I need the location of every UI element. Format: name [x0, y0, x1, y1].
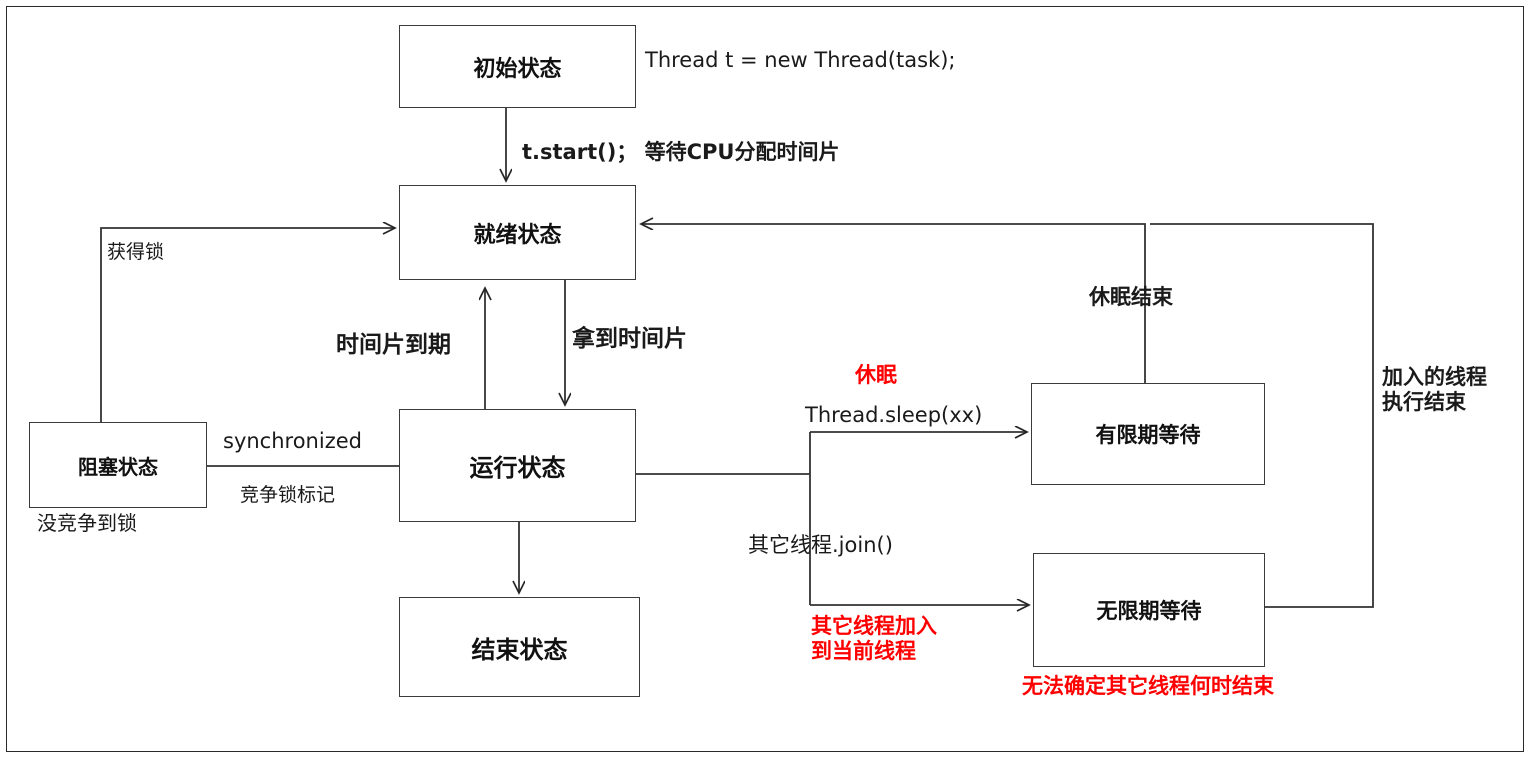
- node-ready-state-label: 就绪状态: [473, 222, 562, 248]
- label-other-thread-join-call: 其它线程.join(): [748, 533, 893, 557]
- node-blocked-state[interactable]: 阻塞状态: [29, 422, 207, 508]
- node-terminated-state-label: 结束状态: [471, 635, 568, 664]
- label-sleep-finished: 休眠结束: [1089, 285, 1173, 309]
- node-timed-waiting-state[interactable]: 有限期等待: [1031, 383, 1265, 485]
- label-thread-sleep-call: Thread.sleep(xx): [805, 403, 983, 427]
- label-acquire-lock: 获得锁: [107, 241, 165, 263]
- label-time-slice-expired: 时间片到期: [336, 332, 451, 358]
- label-joined-thread-finished: 加入的线程 执行结束: [1382, 365, 1487, 414]
- label-time-slice-acquired: 拿到时间片: [572, 326, 687, 352]
- label-other-thread-joins-current: 其它线程加入 到当前线程: [811, 614, 937, 663]
- edge-timed-wait-to-ready: [641, 224, 1146, 383]
- edge-waiting-to-ready: [1150, 223, 1374, 608]
- label-lock-contention-mark: 竞争锁标记: [240, 484, 336, 506]
- node-waiting-state-label: 无限期等待: [1096, 599, 1202, 623]
- label-new-thread-code: Thread t = new Thread(task);: [645, 48, 956, 72]
- node-new-state-label: 初始状态: [473, 56, 562, 82]
- node-waiting-state[interactable]: 无限期等待: [1033, 553, 1265, 667]
- label-thread-start-call: t.start()； 等待CPU分配时间片: [522, 140, 840, 164]
- edge-blocked-to-ready: [100, 228, 395, 422]
- diagram-frame-border: [6, 6, 1524, 752]
- node-running-state-label: 运行状态: [469, 454, 566, 482]
- node-timed-waiting-state-label: 有限期等待: [1095, 423, 1201, 447]
- label-no-lock-acquired: 没竞争到锁: [37, 511, 137, 535]
- node-new-state[interactable]: 初始状态: [399, 25, 636, 108]
- node-running-state[interactable]: 运行状态: [399, 409, 636, 522]
- label-sleep-annotation: 休眠: [855, 363, 897, 387]
- label-synchronized: synchronized: [223, 429, 362, 453]
- node-blocked-state-label: 阻塞状态: [78, 454, 158, 479]
- node-ready-state[interactable]: 就绪状态: [399, 185, 636, 280]
- label-cannot-determine-finish-time: 无法确定其它线程何时结束: [1022, 674, 1274, 698]
- node-terminated-state[interactable]: 结束状态: [399, 597, 640, 697]
